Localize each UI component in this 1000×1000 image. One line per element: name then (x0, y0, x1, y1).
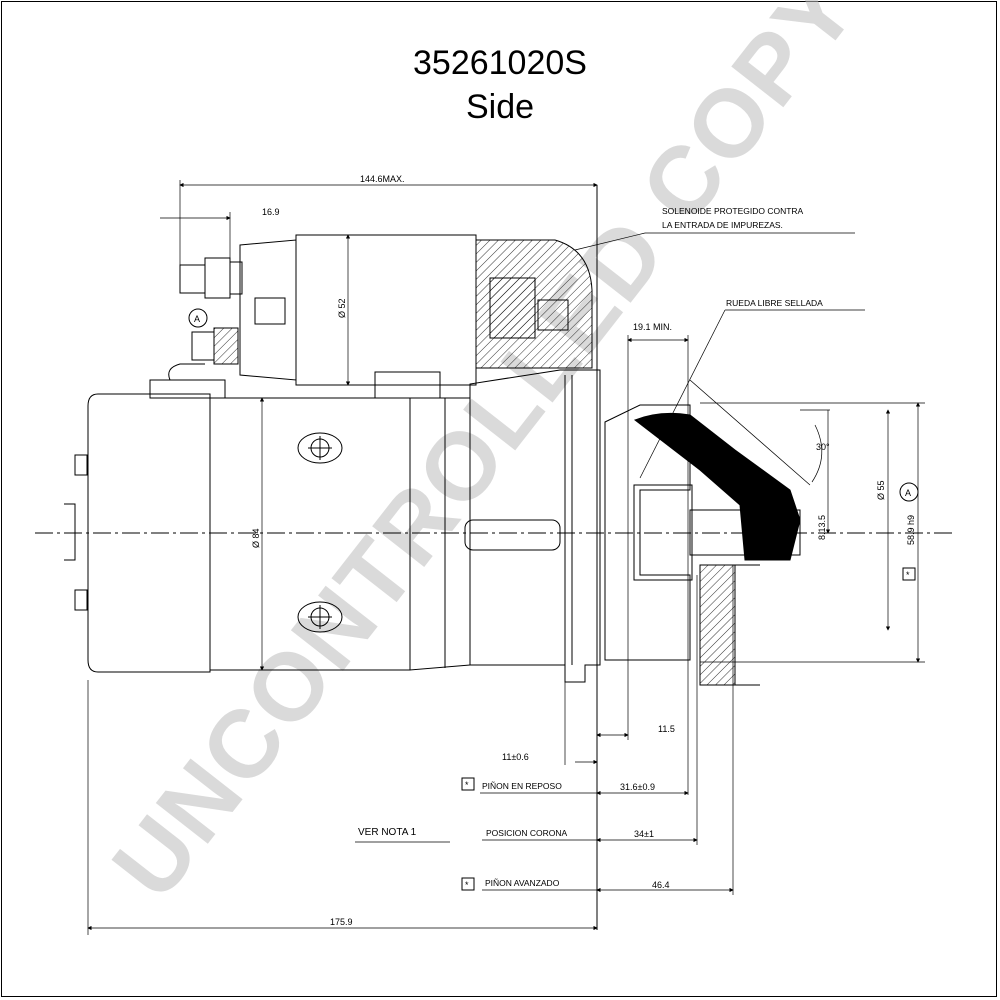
view-subtitle: Side (465, 88, 535, 126)
marker-star-box-advanced (461, 877, 475, 891)
dim-max-length: 144.6MAX. (360, 174, 405, 184)
marker-a-left (188, 308, 208, 328)
marker-a-left-label: A (194, 314, 200, 324)
dim-pinion-dia: 8.13.5 (817, 515, 827, 540)
dim-angle: 30° (816, 442, 830, 452)
dim-min-gap: 19.1 MIN. (633, 322, 672, 332)
note-crown: POSICION CORONA (486, 828, 568, 838)
dim-46: 46.4 (652, 880, 670, 890)
marker-a-right-label: A (905, 488, 911, 498)
dim-nose-dia: Ø 55 (876, 480, 886, 500)
terminal-studs (168, 257, 286, 381)
marker-star-rest-label: * (465, 780, 469, 790)
dim-ring-dia: 58.9 h9 (906, 515, 916, 545)
through-bolt-bottom (297, 601, 343, 633)
dim-11-5: 11.5 (658, 724, 675, 734)
part-number-title: 35261020S (413, 44, 587, 82)
dim-body-dia: Ø 84 (251, 528, 261, 548)
dim-11: 11±0.6 (502, 752, 529, 762)
dim-terminal: 16.9 (262, 207, 280, 217)
marker-star-advanced-label: * (465, 880, 469, 890)
solenoid (149, 234, 593, 399)
marker-a-right (899, 482, 919, 502)
pinion-nose (604, 404, 801, 686)
note-solenoid-line2: LA ENTRADA DE IMPUREZAS. (662, 220, 783, 230)
marker-star-box-rest (461, 777, 475, 791)
dim-31: 31.6±0.9 (620, 782, 655, 792)
note-rest: PIÑON EN REPOSO (482, 781, 562, 791)
through-bolt-top (297, 432, 343, 464)
note-freewheel: RUEDA LIBRE SELLADA (726, 298, 823, 308)
note-advanced: PIÑON AVANZADO (485, 878, 560, 888)
note-solenoid-line1: SOLENOIDE PROTEGIDO CONTRA (662, 206, 804, 216)
dim-34: 34±1 (634, 829, 654, 839)
dim-overall: 175.9 (330, 917, 353, 927)
note-see-note: VER NOTA 1 (358, 827, 417, 838)
dim-solenoid-dia: Ø 52 (337, 298, 347, 318)
drive-housing (409, 369, 601, 683)
marker-star-right-label: * (906, 570, 910, 580)
dimension-lines (87, 180, 925, 935)
marker-star-box-right (902, 567, 916, 581)
